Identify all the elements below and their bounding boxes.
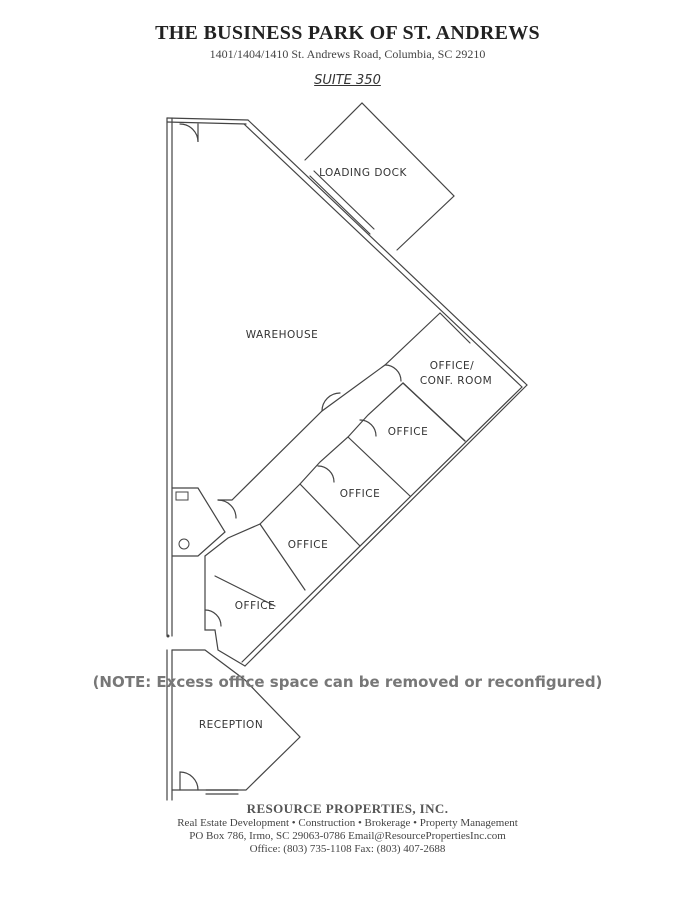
property-address: 1401/1404/1410 St. Andrews Road, Columbi… xyxy=(209,47,486,61)
fixture-sink xyxy=(175,491,189,501)
company-services: Real Estate Development • Construction •… xyxy=(177,817,518,829)
room-label-warehouse: WAREHOUSE xyxy=(246,329,319,341)
closet-outline xyxy=(171,487,226,557)
entry-post xyxy=(166,634,170,638)
partition-office-2 xyxy=(299,483,361,547)
partition-office-1 xyxy=(347,436,411,497)
room-label-office-conf-1: OFFICE/ xyxy=(430,360,474,372)
partition-conf xyxy=(402,312,471,442)
room-label-office-2: OFFICE xyxy=(340,488,380,500)
company-phone: Office: (803) 735-1108 Fax: (803) 407-26… xyxy=(249,843,446,855)
suite-label: SUITE 350 xyxy=(314,73,381,88)
door-swing-closet xyxy=(217,499,237,519)
northeast-wall xyxy=(243,119,528,388)
door-swing-corridor xyxy=(321,392,341,412)
company-mail: PO Box 786, Irmo, SC 29063-0786 Email@Re… xyxy=(189,830,506,842)
door-swing-office-4 xyxy=(204,609,222,627)
layout-note: (NOTE: Excess office space can be remove… xyxy=(92,673,603,691)
partition-office-3 xyxy=(259,523,306,591)
north-wall xyxy=(166,117,249,125)
door-swing-reception xyxy=(179,771,199,791)
room-label-office-conf-2: CONF. ROOM xyxy=(420,375,492,387)
corridor-wall-upper xyxy=(217,312,441,501)
page-title: THE BUSINESS PARK OF ST. ANDREWS xyxy=(155,22,540,44)
room-label-office-4: OFFICE xyxy=(235,600,275,612)
company-name: RESOURCE PROPERTIES, INC. xyxy=(246,801,449,816)
door-swing-office-1 xyxy=(359,419,377,437)
loading-dock-outline xyxy=(304,102,455,251)
room-label-office-3: OFFICE xyxy=(288,539,328,551)
door-swing-entry xyxy=(179,123,199,143)
fixture-toilet xyxy=(178,538,190,550)
room-label-reception: RECEPTION xyxy=(199,719,263,731)
door-swing-office-2 xyxy=(317,465,335,483)
southeast-wall xyxy=(241,384,528,667)
office-4-outline xyxy=(204,555,246,667)
west-wall xyxy=(166,117,173,637)
loading-dock-door xyxy=(309,170,375,235)
partition-office-4 xyxy=(214,575,276,607)
reception-west-wall xyxy=(166,649,173,801)
room-label-office-1: OFFICE xyxy=(388,426,428,438)
room-label-loading-dock: LOADING DOCK xyxy=(319,167,407,179)
corridor-wall-lower xyxy=(204,382,466,557)
door-swing-conf xyxy=(384,364,402,382)
door-swing-reception-east xyxy=(205,789,239,795)
